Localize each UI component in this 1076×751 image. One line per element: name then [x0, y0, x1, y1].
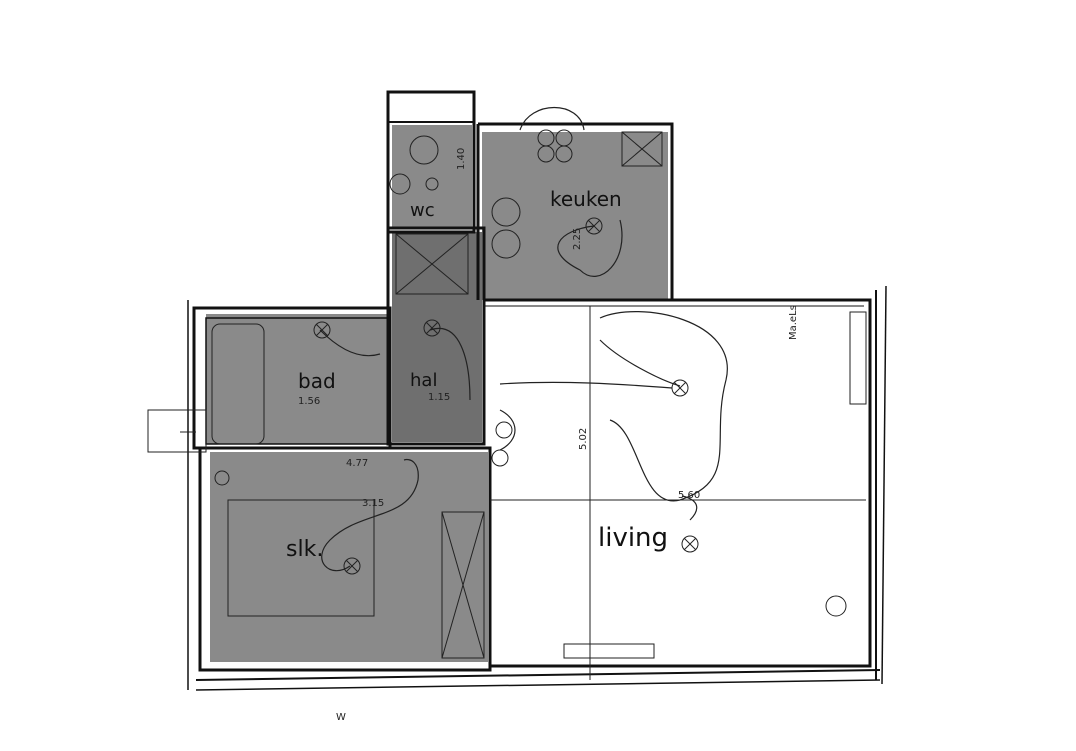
living-wall [484, 298, 872, 668]
hal-shade [392, 232, 482, 442]
dim-slk-mark: 3.15 [362, 498, 384, 509]
slk-shade [210, 452, 488, 662]
wardrobe [441, 511, 485, 659]
room-label-living: living [598, 523, 668, 553]
dim-keuken-depth: 2.25 [572, 228, 583, 250]
wc-wall [386, 90, 476, 234]
shaded-areas [206, 125, 668, 662]
light-icon [585, 217, 603, 235]
wiring [319, 107, 728, 572]
light-icon [671, 379, 689, 397]
mark-bottom: W [336, 712, 346, 723]
room-label-keuken: keuken [550, 187, 622, 211]
sink [491, 197, 521, 227]
light-icon [681, 535, 699, 553]
dimension-labels: 5.60 5.02 1.56 1.15 2.25 3.15 1.40 4.77 … [298, 148, 799, 723]
dim-living-width: 5.60 [678, 490, 700, 501]
room-labels: wc keuken bad hal slk. living [286, 187, 668, 562]
keuken-wall [478, 122, 674, 300]
dim-living-depth: 5.02 [578, 428, 589, 450]
dim-wc-mark: 1.40 [456, 148, 467, 170]
vent-duct [147, 409, 207, 453]
light-icon [423, 319, 441, 337]
light-symbols [214, 177, 847, 617]
bed [227, 499, 375, 617]
mark-living-corner: Ma.eLs [788, 305, 799, 340]
fixtures [147, 129, 867, 680]
room-label-bad: bad [298, 369, 336, 393]
mark-slk-top: 4.77 [346, 458, 368, 469]
keuken-shade [482, 132, 668, 300]
walls [187, 90, 887, 691]
dim-hal-width: 1.15 [428, 392, 450, 403]
light-icon [343, 557, 361, 575]
room-label-hal: hal [410, 370, 437, 391]
toilet [409, 135, 439, 165]
outlet-icon [214, 421, 847, 617]
light-icon [425, 177, 439, 191]
hal-wall [386, 226, 486, 446]
light-icon [313, 321, 331, 339]
slk-wall [198, 446, 492, 672]
room-label-wc: wc [410, 200, 435, 221]
bathtub [211, 323, 265, 445]
bad-shade [206, 314, 390, 444]
room-label-slk: slk. [286, 537, 323, 562]
dim-bad-width: 1.56 [298, 396, 320, 407]
